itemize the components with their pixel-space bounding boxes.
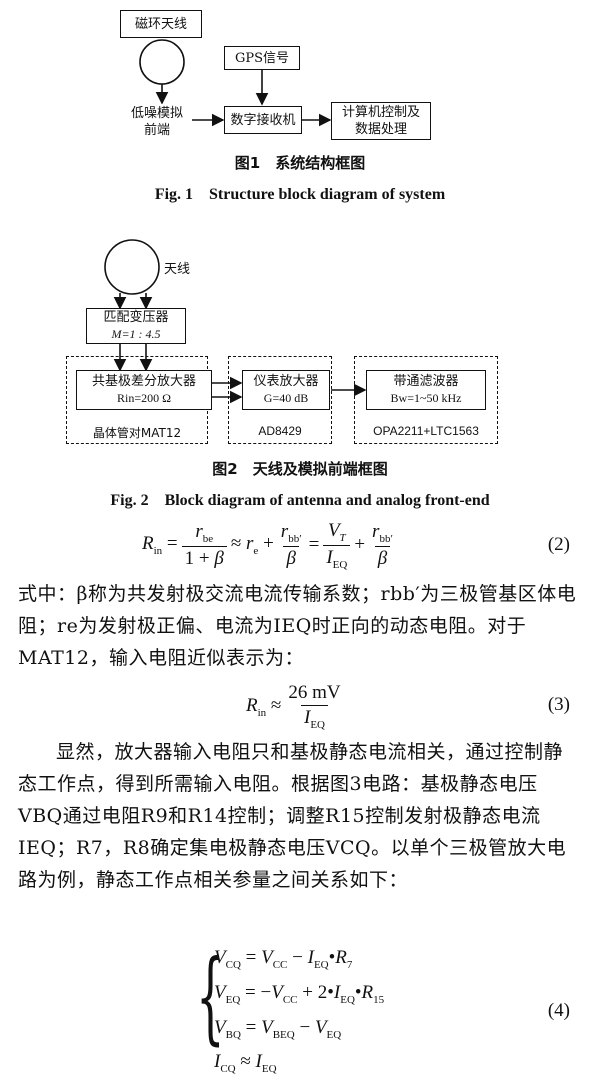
fig2-filter-box: 带通滤波器 Bw=1~50 kHz [366, 370, 486, 410]
antenna-coil-symbol [139, 39, 185, 85]
equation-4-brace: { [196, 938, 225, 1055]
fig1-lna-line1: 低噪模拟 [130, 106, 183, 121]
fig2-filter-group [354, 356, 498, 444]
equation-2-number: (2) [547, 534, 570, 555]
fig2-amp2-group-label: AD8429 [258, 424, 302, 438]
figure-1-connectors [139, 39, 332, 127]
fig2-amp1-box: 共基极差分放大器 Rin=200 Ω [76, 370, 212, 410]
fig2-amp2-box: 仪表放大器 G=40 dB [242, 370, 330, 410]
fig2-filter-param: Bw=1~50 kHz [390, 391, 462, 405]
fig2-transformer-ratio: M=1 : 4.5 [111, 327, 161, 341]
fig1-antenna-label: 磁环天线 [134, 16, 187, 32]
fig1-antenna-box: 磁环天线 [120, 10, 202, 38]
equation-4-lines: VCQ = VCC − IEQ•R7 VEQ = −VCC + 2•IEQ•R1… [214, 947, 385, 1076]
fig2-filter-name: 带通滤波器 [393, 374, 459, 389]
fig1-caption-cn: 图1 系统结构框图 [234, 154, 366, 172]
figure-2-connectors [104, 239, 367, 404]
fig2-amp2-name: 仪表放大器 [253, 374, 319, 389]
fig2-caption-en: Fig. 2 Block diagram of antenna and anal… [110, 492, 490, 509]
fig1-receiver-label: 数字接收机 [230, 112, 296, 128]
equation-3-number: (3) [547, 694, 570, 715]
fig1-gps-label: GPS信号 [234, 50, 290, 66]
fig2-transformer-box: 匹配变压器 M=1 : 4.5 [86, 308, 186, 344]
fig2-antenna-symbol [104, 239, 160, 295]
fig1-receiver-box: 数字接收机 [224, 106, 302, 134]
fig2-ad8429-group [228, 356, 332, 444]
paragraph-2: 显然，放大器输入电阻只和基极静态电流相关，通过控制静态工作点，得到所需输入电阻。… [18, 741, 567, 891]
fig1-computer-line1: 计算机控制及 [341, 105, 420, 120]
fig1-caption-en: Fig. 1 Structure block diagram of system [154, 186, 446, 203]
equation-4-number: (4) [547, 1000, 570, 1021]
fig1-computer-box: 计算机控制及 数据处理 [331, 102, 431, 140]
fig2-amp2-param: G=40 dB [263, 391, 309, 405]
fig2-amp1-param: Rin=200 Ω [116, 391, 172, 405]
fig1-lna-line2: 前端 [143, 123, 170, 138]
fig2-transformer-name: 匹配变压器 [103, 310, 169, 325]
fig1-gps-box: GPS信号 [224, 46, 300, 70]
fig2-amp1-group-label: 晶体管对MAT12 [92, 426, 182, 440]
fig2-amp1-name: 共基极差分放大器 [91, 374, 196, 389]
fig2-caption-cn: 图2 天线及模拟前端框图 [212, 460, 388, 478]
fig1-computer-line2: 数据处理 [354, 122, 407, 137]
fig2-filter-group-label: OPA2211+LTC1563 [373, 424, 479, 438]
fig1-lna-block: 低噪模拟 前端 [122, 104, 192, 140]
paragraph-1: 式中：β称为共发射极交流电流传输系数；rbb′为三极管基区体电阻；re为发射极正… [18, 583, 577, 669]
fig2-antenna-label: 天线 [164, 262, 191, 277]
